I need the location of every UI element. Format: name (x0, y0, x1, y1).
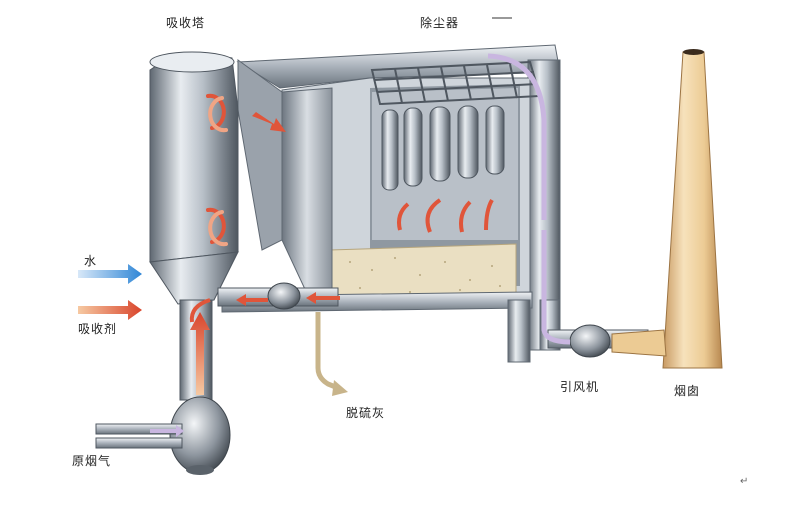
absorbent-label: 吸收剂 (78, 320, 117, 337)
dust-collector-housing (222, 45, 560, 362)
ash-bed (330, 244, 516, 300)
return-mark-icon: ↵ (740, 476, 749, 487)
absorber-label: 吸收塔 (166, 14, 205, 31)
dust-collector-label: 除尘器 (420, 14, 459, 31)
fan-icon (268, 283, 300, 309)
raw-flue-gas-label: 原烟气 (72, 452, 111, 469)
desulfurization-ash-label: 脱硫灰 (346, 404, 385, 421)
water-label: 水 (84, 252, 97, 269)
induced-draft-fan-label: 引风机 (560, 378, 599, 395)
chimney (663, 49, 722, 368)
chimney-label: 烟囱 (674, 382, 700, 399)
collector-hopper (282, 88, 332, 300)
induced-draft-fan-icon (570, 325, 610, 357)
